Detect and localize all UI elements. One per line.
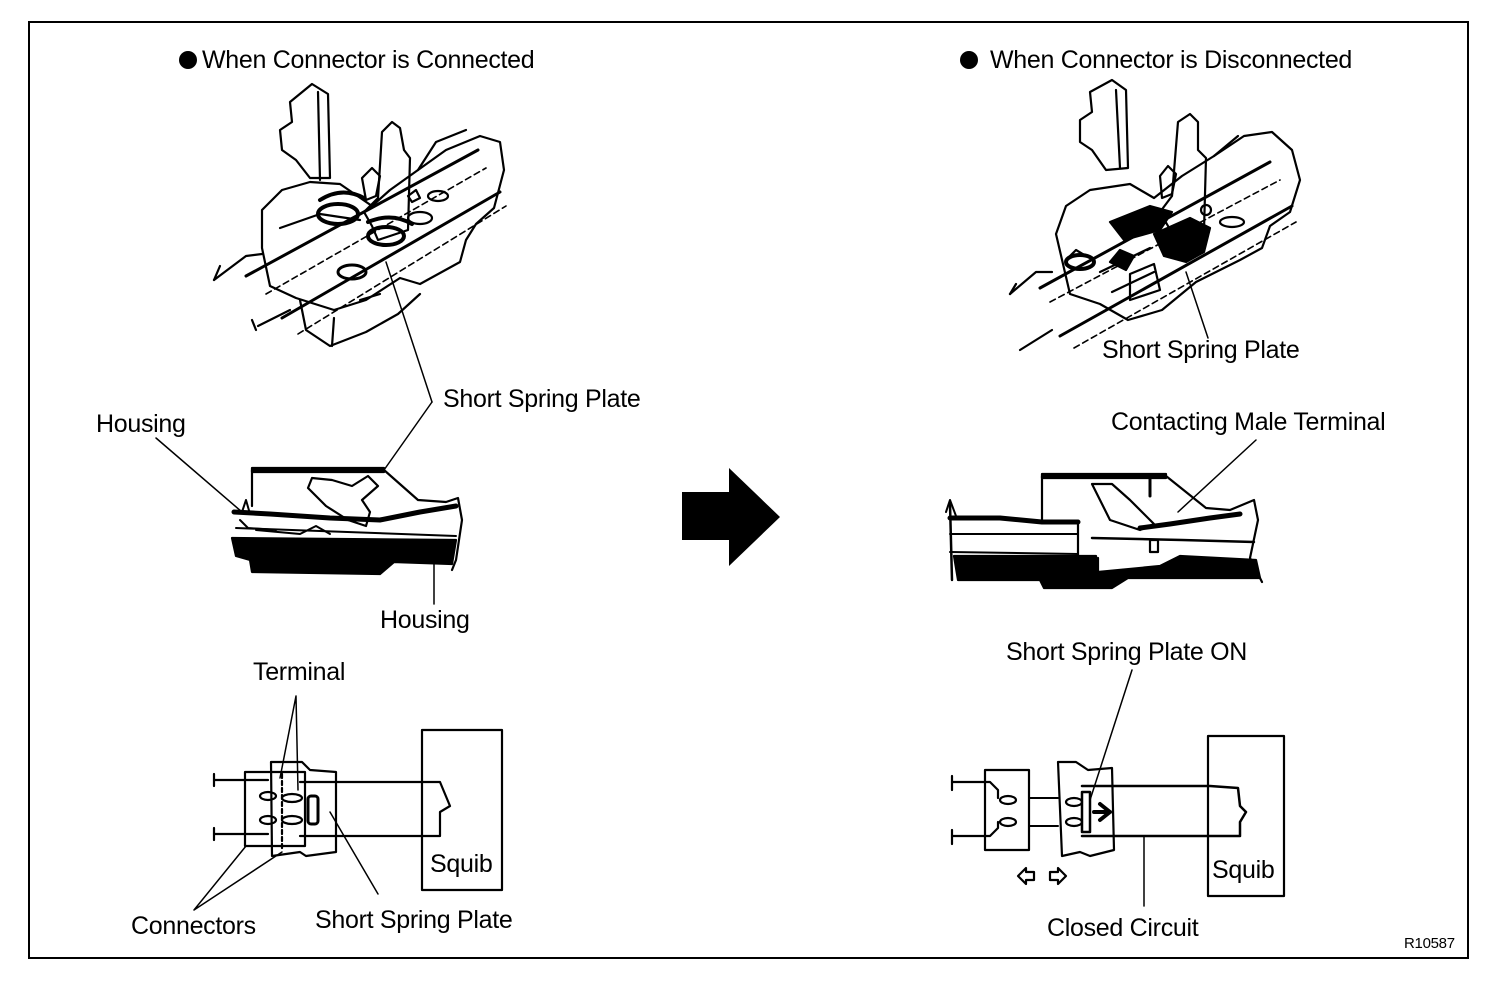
- leader-line: [279, 695, 299, 791]
- right-hollow-arrow-icon: [1048, 866, 1068, 886]
- right-arrow-icon: [682, 468, 780, 566]
- label-contacting-male-terminal: Contacting Male Terminal: [1111, 408, 1386, 436]
- label-squib-left: Squib: [430, 850, 493, 878]
- leader-line: [193, 845, 283, 911]
- disconnected-heading-text: When Connector is Disconnected: [990, 46, 1353, 74]
- connected-heading-text: When Connector is Connected: [202, 46, 535, 74]
- label-short-spring-plate-on: Short Spring Plate ON: [1006, 638, 1248, 666]
- label-housing-upper: Housing: [96, 410, 186, 438]
- figure-id: R10587: [1404, 935, 1455, 952]
- label-short-spring-plate-disconnected: Short Spring Plate: [1102, 336, 1300, 364]
- leader-line: [383, 401, 433, 471]
- label-squib-right: Squib: [1212, 856, 1275, 884]
- disconnected-connector-perspective: [1008, 78, 1302, 352]
- figure-frame: [28, 21, 1469, 959]
- left-hollow-arrow-icon: [1016, 866, 1036, 886]
- leader-line: [1177, 439, 1257, 513]
- connected-schematic: [212, 728, 504, 892]
- disconnected-heading: When Connector is Disconnected: [960, 46, 1352, 74]
- label-short-spring-plate: Short Spring Plate: [443, 385, 641, 413]
- disconnected-schematic: [950, 734, 1286, 898]
- label-closed-circuit: Closed Circuit: [1047, 914, 1199, 942]
- connected-connector-perspective: [212, 82, 507, 348]
- label-short-spring-plate-schematic: Short Spring Plate: [315, 906, 513, 934]
- label-housing-lower: Housing: [380, 606, 470, 634]
- leader-line: [1185, 271, 1209, 339]
- leader-line: [385, 261, 433, 403]
- bullet-icon: [960, 51, 978, 69]
- leader-line: [1089, 669, 1133, 801]
- disconnected-connector-section: [945, 472, 1264, 590]
- label-terminal: Terminal: [253, 658, 346, 686]
- connected-heading: When Connector is Connected: [179, 46, 535, 74]
- label-connectors: Connectors: [131, 912, 256, 940]
- connected-connector-section: [230, 466, 464, 576]
- bullet-icon: [179, 51, 197, 69]
- leader-line: [329, 811, 379, 895]
- leader-line: [155, 437, 243, 513]
